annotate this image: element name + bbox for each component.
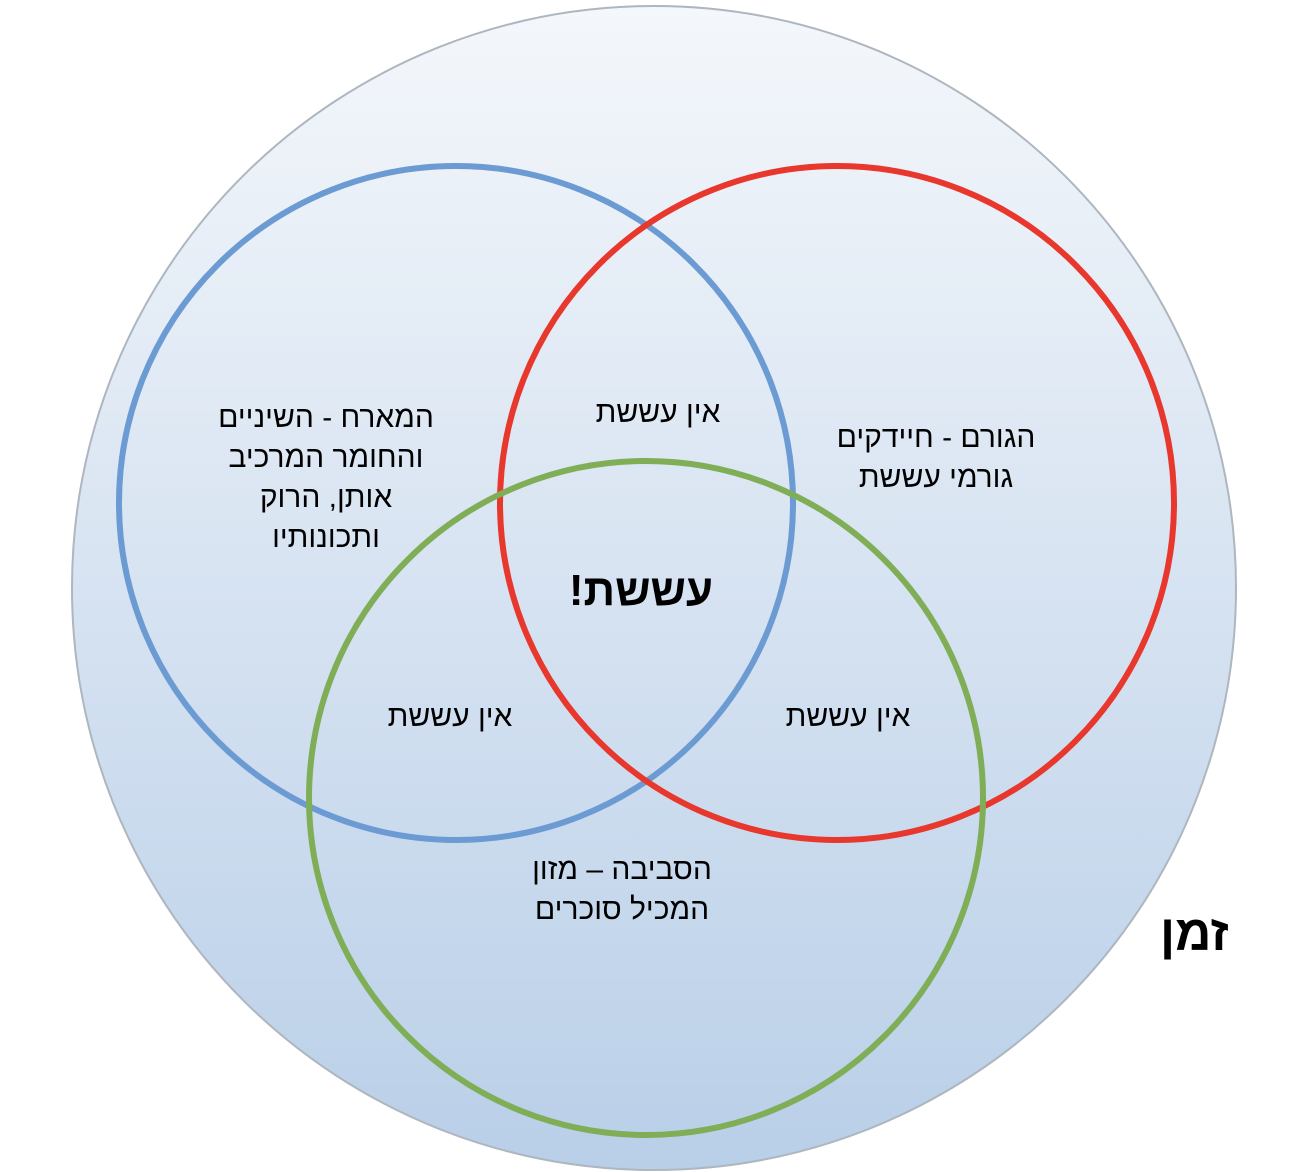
environment-circle (306, 458, 986, 1138)
agent-circle (497, 163, 1177, 843)
environment-label: הסביבה – מזון המכיל סוכרים (532, 853, 712, 926)
no-caries-left-label: אין עששת (387, 700, 513, 733)
time-outer-circle (71, 5, 1237, 1171)
caries-center-label: עששת! (568, 566, 714, 615)
no-caries-top-label: אין עששת (595, 396, 721, 429)
no-caries-right-label: אין עששת (785, 700, 911, 733)
host-circle (116, 163, 796, 843)
host-label: המארח - השיניים והחומר המרכיב אותן, הרוק… (218, 401, 434, 554)
agent-label: הגורם - חיידקים גורמי עששת (836, 421, 1036, 494)
time-label: זמן (1160, 905, 1229, 961)
